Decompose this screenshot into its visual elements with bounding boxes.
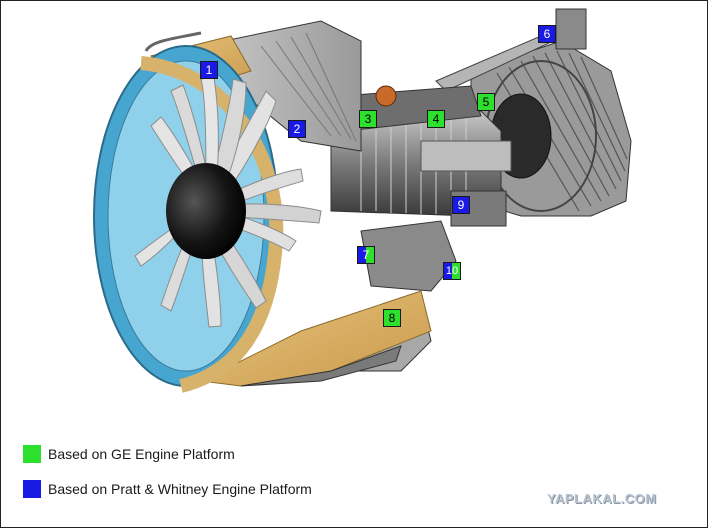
marker-9-label: 9 [457, 198, 465, 212]
marker-9: 9 [452, 196, 470, 214]
marker-5-label: 5 [482, 95, 490, 109]
marker-7-label: 7 [362, 248, 370, 262]
marker-4: 4 [427, 110, 445, 128]
watermark-logo: YAPLAKAL.COM [547, 491, 657, 506]
marker-3-label: 3 [364, 112, 372, 126]
legend-ge-label: Based on GE Engine Platform [48, 446, 235, 462]
legend-pw-swatch [23, 480, 41, 498]
legend-pw-label: Based on Pratt & Whitney Engine Platform [48, 481, 312, 497]
marker-6: 6 [538, 25, 556, 43]
marker-2-label: 2 [293, 122, 301, 136]
marker-4-label: 4 [432, 112, 440, 126]
marker-2: 2 [288, 120, 306, 138]
legend-ge-row: Based on GE Engine Platform [23, 444, 235, 464]
marker-5: 5 [477, 93, 495, 111]
marker-6-label: 6 [543, 27, 551, 41]
legend-ge-swatch [23, 445, 41, 463]
marker-8: 8 [383, 309, 401, 327]
fan-spinner-nose-cone [166, 163, 246, 259]
fan-case-lower [199, 290, 432, 387]
marker-7: 7 [357, 246, 375, 264]
marker-3: 3 [359, 110, 377, 128]
exhaust-turbine-section [435, 8, 632, 217]
marker-1: 1 [200, 61, 218, 79]
marker-10: 10 [443, 262, 461, 280]
marker-8-label: 8 [388, 311, 396, 325]
marker-10-label: 10 [445, 265, 459, 277]
legend-pw-row: Based on Pratt & Whitney Engine Platform [23, 479, 312, 499]
marker-1-label: 1 [205, 63, 213, 77]
